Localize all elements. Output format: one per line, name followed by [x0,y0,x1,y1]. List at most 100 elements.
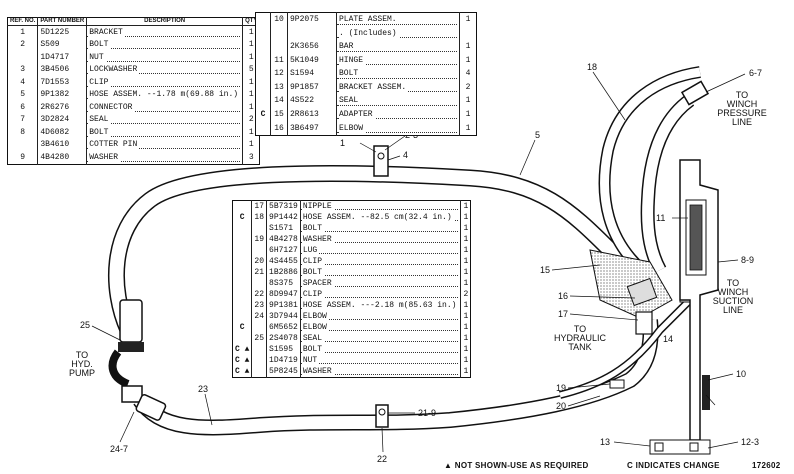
description: CLIP [300,256,462,267]
part-number: 4S4455 [266,256,301,267]
description: BAR [336,40,460,54]
part-number: 2R8613 [287,107,337,122]
change-mark: C ▲ [232,343,253,355]
ref-number: 21 [251,267,268,278]
change-mark: C ▲ [232,354,253,366]
part-number: 4D6082 [37,126,88,139]
part-number: 3D7944 [266,310,301,322]
change-mark [232,245,253,257]
callout-16: 16 [558,291,568,301]
quantity: 3 [248,153,254,163]
ref-number: 4 [7,76,39,89]
part-number: S1594 [287,67,337,81]
quantity: 1 [248,102,254,112]
figure-number: 172602 [752,461,781,470]
quantity: 1 [248,27,254,37]
svg-text:HYD.: HYD. [71,359,93,369]
callout-11: 11 [656,213,665,223]
ref-number: 7 [7,113,39,127]
ref-number [251,223,268,235]
description: ELBOW [300,321,462,333]
svg-text:TO: TO [76,350,88,360]
quantity: 1 [463,311,469,321]
quantity: 1 [463,278,469,288]
callout-15: 15 [540,265,550,275]
quantity: 1 [463,201,469,211]
change-mark [232,310,253,322]
quantity: 1 [463,322,469,332]
svg-text:LINE: LINE [732,117,752,127]
ref-number: 19 [251,234,268,246]
part-number: 6H7127 [266,245,301,257]
description: CLIP [86,76,244,89]
ref-number [7,138,39,152]
ref-number: 16 [270,121,288,136]
description: LUG [300,245,462,257]
svg-text:TO: TO [736,90,748,100]
description: . (Includes) [336,26,460,41]
quantity: 1 [463,213,469,223]
callout-4: 4 [403,150,408,160]
callout-19: 19 [556,383,566,393]
change-mark: C [232,321,253,333]
ref-number [251,343,268,355]
ref-number: 14 [270,94,288,108]
change-mark [255,26,271,41]
quantity: 1 [463,355,469,365]
quantity: 1 [465,123,471,133]
change-mark [255,40,271,54]
quantity: 1 [463,366,469,376]
change-mark: C [255,107,271,122]
part-number: 2S4078 [266,332,301,344]
part-number: 8D9947 [266,288,301,300]
svg-text:WINCH: WINCH [727,99,758,109]
header-qty: QTY [242,17,260,26]
quantity: 1 [463,245,469,255]
ref-number: 22 [251,288,268,300]
ref-number [251,245,268,257]
change-mark [255,121,271,136]
quantity: 1 [463,344,469,354]
part-number: 5B7319 [266,200,301,213]
svg-text:LINE: LINE [723,305,743,315]
ref-number [251,277,268,289]
change-mark [232,277,253,289]
leader-lines [91,71,746,453]
description: PLATE ASSEM. [336,12,460,27]
part-number: 9P1381 [266,299,301,311]
description: WASHER [300,234,462,246]
quantity: 1 [248,52,254,62]
quantity: 1 [463,234,469,244]
hose-assembly-18 [598,66,701,274]
change-mark [255,94,271,108]
description: BOLT [300,267,462,278]
callout-25: 25 [80,320,90,330]
description: SEAL [336,94,460,108]
change-mark [232,200,253,213]
quantity: 1 [465,55,471,65]
part-number: 9P2075 [287,12,337,27]
part-number: S509 [37,38,88,52]
change-mark [255,80,271,95]
svg-text:WINCH: WINCH [718,287,749,297]
part-number: 4S522 [287,94,337,108]
description: HINGE [336,53,460,68]
part-number: 3B4506 [37,63,88,77]
ref-number: 6 [7,101,39,114]
ref-number [251,354,268,366]
callout-5: 5 [535,130,540,140]
svg-text:TANK: TANK [568,342,591,352]
